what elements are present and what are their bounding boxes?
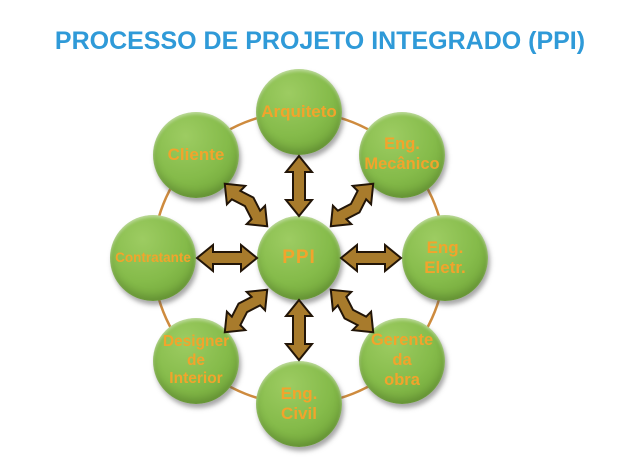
node-label: Contratante xyxy=(115,249,191,265)
node-eng-civil: Eng. Civil xyxy=(256,361,342,447)
node-designer-de-interior: Designer de Interior xyxy=(153,318,239,404)
node-label: Cliente xyxy=(167,144,225,164)
node-label: PPI xyxy=(282,246,316,268)
node-cliente: Cliente xyxy=(153,112,239,198)
node-gerente-da-obra: Gerente da obra xyxy=(359,318,445,404)
page-title: PROCESSO DE PROJETO INTEGRADO (PPI) xyxy=(54,27,586,55)
node-label: Eng. Eletr. xyxy=(424,237,466,277)
node-arquiteto: Arquiteto xyxy=(256,69,342,155)
node-ppi: PPI xyxy=(257,216,341,300)
node-label: Eng. Civil xyxy=(280,383,318,423)
node-eng-mecanico: Eng. Mecânico xyxy=(359,112,445,198)
node-label: Eng. Mecânico xyxy=(364,135,440,173)
arrow-ppi-arquiteto xyxy=(285,155,313,217)
arrow-ppi-contratante xyxy=(196,244,258,272)
node-label: Arquiteto xyxy=(261,101,337,121)
node-eng-eletr: Eng. Eletr. xyxy=(402,215,488,301)
arrow-ppi-eng-civil xyxy=(285,299,313,361)
node-label: Gerente da obra xyxy=(370,331,434,389)
node-contratante: Contratante xyxy=(110,215,196,301)
node-label: Designer de Interior xyxy=(162,333,230,388)
arrow-ppi-eng-eletr xyxy=(340,244,402,272)
